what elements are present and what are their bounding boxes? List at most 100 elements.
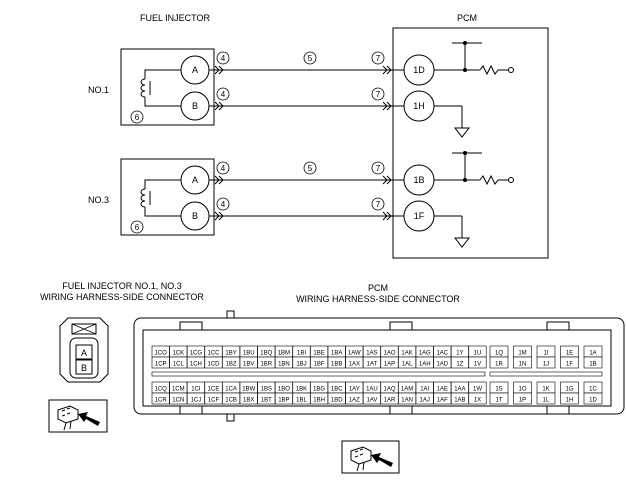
pcm-pin-label: 1BK [296, 387, 307, 393]
pcm-pin-label: 1BC [331, 387, 343, 393]
pcm-pin-label: 1W [473, 387, 482, 393]
terminal-b-label: B [192, 211, 198, 221]
connector-plug-with-arrow-icon [48, 399, 108, 433]
resistor-icon [479, 64, 508, 76]
pcm-pin-label: 1T [495, 398, 502, 404]
injector-pin-a: A [81, 348, 87, 358]
pcm-pin-label: 1AH [419, 362, 431, 368]
pcm-pin-cell [489, 392, 509, 405]
pcm-connector-title-1: PCM [368, 283, 388, 293]
body-marker: 6 [135, 223, 140, 232]
pcm-pin-label: 1X [474, 398, 481, 404]
pcm-pin-label: 1AY [349, 387, 360, 393]
pcm-pin-label: 1AK [401, 351, 412, 357]
pcm-pin-label: 1AN [401, 398, 413, 404]
pcm-pin-label: 1F [566, 362, 573, 368]
pcm-pin-label: 1BB [331, 362, 342, 368]
pcm-pin-label: 1BQ [260, 351, 272, 357]
harness-marker: 4 [221, 90, 226, 99]
pcm-pin-label: 1Q [495, 351, 503, 357]
pcm-pin-label: 1CO [155, 351, 168, 357]
pcm-pin-label: 1BT [261, 398, 272, 404]
coil-icon [140, 179, 182, 217]
pcm-pin-label: 1CQ [155, 387, 168, 393]
pcm-pin-label: 1H [566, 398, 574, 404]
pcm-pin-label: 1BP [278, 398, 289, 404]
pcm-pin-label: 1A [589, 351, 596, 357]
pcm-pin-label: 1BX [243, 398, 254, 404]
injector-no1: NO.1 A B 6 4 4 5 7 7 [88, 41, 514, 138]
resistor-icon [479, 174, 508, 186]
pcm-pin-label: 1BS [261, 387, 272, 393]
terminal-b-label: B [192, 101, 198, 111]
pcm-pin-label: 1BA [331, 351, 342, 357]
wire-marker: 5 [308, 164, 313, 173]
pcm-terminal-1b: 1B [413, 175, 424, 185]
pcm-marker: 7 [376, 90, 381, 99]
pcm-pin-cell [560, 392, 579, 405]
pcm-terminal-1h: 1H [413, 101, 425, 111]
pcm-pin-label: 1AU [366, 387, 378, 393]
pcm-pin-label: 1K [542, 387, 549, 393]
pcm-pin-label: 1AO [383, 351, 395, 357]
connector-plug-with-arrow-icon [341, 440, 400, 474]
pcm-pin-cell [513, 392, 532, 405]
pcm-pin-label: 1CH [190, 362, 202, 368]
ground-symbol-icon [453, 127, 471, 138]
pcm-pin-label: 1AJ [420, 398, 430, 404]
injector-connector: A B [59, 317, 109, 383]
pcm-terminal-1f: 1F [414, 211, 425, 221]
pcm-pin-label: 1CC [207, 351, 220, 357]
pcm-pin-label: 1O [518, 387, 526, 393]
pcm-pin-label: 1CR [155, 398, 168, 404]
pcm-pin-label: 1AR [384, 398, 396, 404]
pcm-pin-label: 1I [543, 351, 548, 357]
pcm-pin-label: 1AL [402, 362, 413, 368]
pcm-pin-label: 1B [589, 362, 596, 368]
pcm-pin-label: 1BH [313, 398, 325, 404]
pcm-pin-label: 1BR [260, 362, 272, 368]
pcm-pin-label: 1AF [437, 398, 448, 404]
pcm-pin-label: 1AD [436, 362, 448, 368]
pcm-pin-label: 1BM [278, 351, 290, 357]
pcm-pin-label: 1BF [314, 362, 325, 368]
pcm-pin-label: 1CN [172, 398, 184, 404]
pcm-pin-label: 1AV [366, 398, 377, 404]
pcm-pin-label: 1BU [243, 351, 255, 357]
pcm-pin-label: 1CD [207, 362, 220, 368]
pcm-pin-cell [513, 356, 532, 369]
pcm-terminal-1d: 1D [413, 65, 425, 75]
pcm-pin-label: 1L [543, 398, 550, 404]
pcm-pin-label: 1U [474, 351, 482, 357]
pcm-pin-label: 1CP [155, 362, 167, 368]
pcm-pin-label: 1BJ [296, 362, 306, 368]
pcm-pin-label: 1AM [401, 387, 413, 393]
injector-no3-label: NO.3 [88, 195, 109, 205]
pcm-pin-cell [536, 356, 556, 369]
harness-marker: 4 [221, 54, 226, 63]
pcm-pin-label: 1AZ [349, 398, 360, 404]
pcm-pin-label: 1BN [278, 362, 290, 368]
pcm-marker: 7 [376, 164, 381, 173]
pcm-pin-label: 1BD [331, 398, 343, 404]
pcm-pin-label: 1BV [243, 362, 254, 368]
pcm-pin-label: 1AE [437, 387, 448, 393]
pcm-pin-label: 1AC [436, 351, 448, 357]
pcm-marker: 7 [376, 200, 381, 209]
pcm-pin-label: 1M [518, 351, 526, 357]
pcm-pin-label: 1AA [454, 387, 465, 393]
pcm-pin-label: 1N [519, 362, 527, 368]
pcm-pin-cell [583, 356, 603, 369]
terminal-a-label: A [192, 175, 198, 185]
pcm-pin-label: 1BI [297, 351, 306, 357]
harness-marker: 4 [221, 200, 226, 209]
pcm-pin-label: 1CG [190, 351, 203, 357]
pcm-marker: 7 [376, 54, 381, 63]
pcm-pin-label: 1CJ [191, 398, 202, 404]
pcm-pin-label: 1P [519, 398, 526, 404]
pcm-pin-label: 1CF [208, 398, 220, 404]
pcm-pin-label: 1R [495, 362, 503, 368]
pcm-pin-label: 1AI [420, 387, 429, 393]
